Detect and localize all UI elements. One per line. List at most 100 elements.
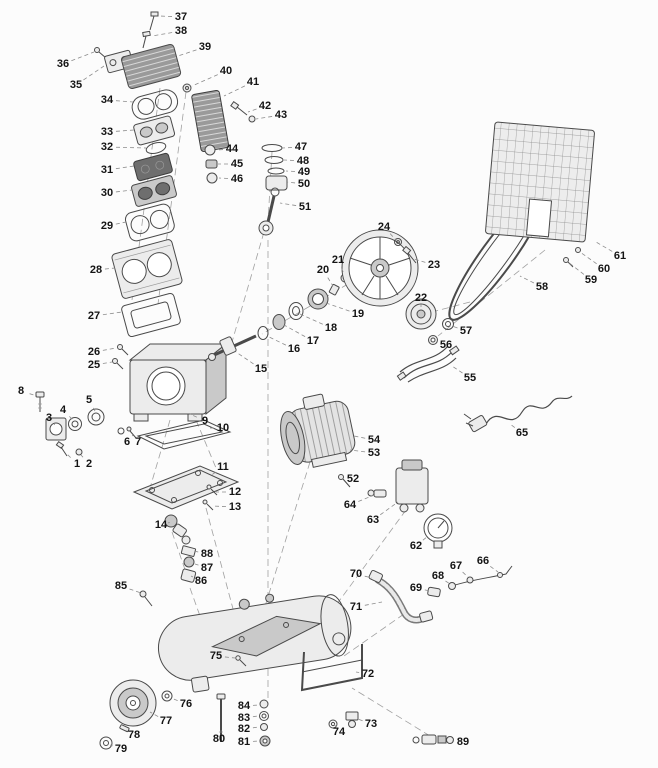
flywheel <box>341 229 419 307</box>
leader-line-73 <box>357 718 363 722</box>
part-number-6: 6 <box>124 436 130 448</box>
part-number-88: 88 <box>201 548 213 560</box>
part-number-3: 3 <box>46 412 52 424</box>
part-number-17: 17 <box>307 335 319 347</box>
leader-line-57 <box>451 325 458 329</box>
part-number-41: 41 <box>247 76 259 88</box>
crankcase-bolts <box>112 344 129 370</box>
part-number-34: 34 <box>101 94 114 106</box>
air-tank <box>157 593 352 693</box>
part-number-54: 54 <box>368 434 381 446</box>
part-number-28: 28 <box>90 264 102 276</box>
leader-line-4 <box>69 416 74 421</box>
part-number-23: 23 <box>428 259 440 271</box>
wiring-harness <box>396 345 460 383</box>
part-number-11: 11 <box>217 461 229 473</box>
part-number-8: 8 <box>18 385 24 397</box>
pressure-gauge <box>423 513 453 549</box>
leader-line-3 <box>53 423 56 426</box>
part-number-44: 44 <box>226 143 239 155</box>
leader-line-46 <box>218 177 229 179</box>
leader-line-18 <box>299 313 323 325</box>
part-number-38: 38 <box>175 25 187 37</box>
part-number-20: 20 <box>317 264 329 276</box>
leader-line-86 <box>190 575 194 578</box>
part-number-27: 27 <box>88 310 100 322</box>
part-number-72: 72 <box>362 668 374 680</box>
leader-line-13 <box>211 505 227 508</box>
leader-line-19 <box>325 302 350 312</box>
part-number-30: 30 <box>101 187 113 199</box>
part-number-57: 57 <box>460 325 472 337</box>
leader-line-16 <box>266 335 287 346</box>
leader-line-33 <box>115 129 135 132</box>
part-number-14: 14 <box>155 519 168 531</box>
leader-line-2 <box>80 454 84 458</box>
part-number-61: 61 <box>614 250 626 262</box>
crankcase-gasket <box>121 292 181 338</box>
part-number-70: 70 <box>350 568 362 580</box>
part-number-68: 68 <box>432 570 444 582</box>
leader-line-47 <box>281 147 293 149</box>
leader-line-31 <box>115 165 135 170</box>
check-valve <box>164 514 191 545</box>
valve-plate-lower <box>133 152 173 182</box>
part-number-69: 69 <box>410 582 422 594</box>
leader-line-42 <box>247 108 257 113</box>
part-number-59: 59 <box>585 274 597 286</box>
part-number-49: 49 <box>298 166 310 178</box>
part-number-19: 19 <box>352 308 364 320</box>
flywheel-washer-screw <box>394 238 417 264</box>
leader-line-36 <box>71 51 95 62</box>
part-number-85: 85 <box>115 580 127 592</box>
crankshaft <box>208 334 257 361</box>
drain-valve <box>328 711 359 729</box>
part-number-13: 13 <box>229 501 241 513</box>
cylinder-gasket <box>124 203 175 242</box>
leader-line-25 <box>102 361 113 364</box>
leader-line-62 <box>422 535 429 541</box>
breather-cap <box>182 83 192 93</box>
part-number-86: 86 <box>195 575 207 587</box>
part-number-53: 53 <box>368 447 380 459</box>
leader-line-49 <box>285 170 296 172</box>
leader-line-75 <box>224 656 236 659</box>
base-gasket-frame <box>136 419 232 450</box>
part-number-35: 35 <box>70 79 82 91</box>
part-number-16: 16 <box>288 343 300 355</box>
part-number-47: 47 <box>295 141 307 153</box>
part-number-75: 75 <box>210 650 222 662</box>
leader-line-41 <box>223 85 246 97</box>
part-number-64: 64 <box>344 499 357 511</box>
bearing <box>307 288 329 310</box>
part-number-46: 46 <box>231 173 243 185</box>
part-number-10: 10 <box>217 422 229 434</box>
leader-line-66 <box>490 565 499 573</box>
part-number-83: 83 <box>238 712 250 724</box>
part-number-63: 63 <box>367 514 379 526</box>
pump-mount-hardware <box>35 391 137 457</box>
head-bolt-screws <box>142 11 159 49</box>
part-number-50: 50 <box>298 178 310 190</box>
leader-line-51 <box>279 202 297 206</box>
part-number-5: 5 <box>86 394 92 406</box>
part-number-12: 12 <box>229 486 241 498</box>
part-number-73: 73 <box>365 718 377 730</box>
part-number-39: 39 <box>199 41 211 53</box>
leader-line-43 <box>255 116 273 120</box>
after-cooler-fins <box>191 89 230 152</box>
part-number-25: 25 <box>88 359 100 371</box>
switch-fitting <box>367 489 387 498</box>
part-number-43: 43 <box>275 109 287 121</box>
power-cord <box>463 395 573 433</box>
unloader-fittings <box>204 144 218 184</box>
part-number-77: 77 <box>160 715 172 727</box>
part-number-81: 81 <box>238 736 250 748</box>
leader-line-17 <box>283 324 306 338</box>
leader-line-69 <box>424 589 431 592</box>
plate-screws <box>202 484 218 511</box>
part-number-65: 65 <box>516 427 528 439</box>
leader-line-53 <box>349 449 366 453</box>
